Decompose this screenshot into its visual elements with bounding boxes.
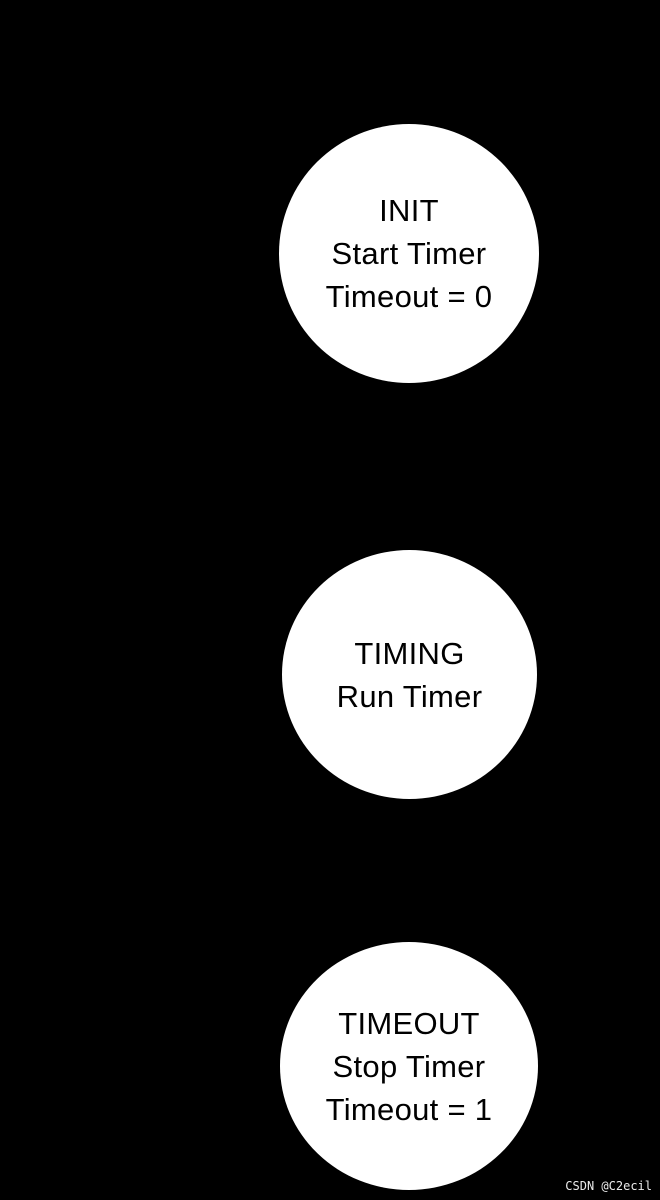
state-name-label: INIT — [379, 193, 439, 228]
state-node-timing: TIMING Run Timer — [282, 550, 537, 799]
state-output-label: Timeout = 1 — [325, 1091, 493, 1127]
state-name-label: TIMEOUT — [338, 1005, 480, 1041]
state-action-label: Run Timer — [336, 678, 483, 714]
watermark: CSDN @C2ecil — [565, 1179, 652, 1193]
state-node-init: INIT Start Timer Timeout = 0 — [279, 124, 539, 383]
state-name-label: TIMING — [354, 635, 465, 671]
state-action-label: Stop Timer — [332, 1048, 486, 1084]
state-output-label: Timeout = 0 — [325, 279, 493, 314]
state-action-label: Start Timer — [331, 236, 487, 271]
state-node-timeout: TIMEOUT Stop Timer Timeout = 1 — [280, 942, 538, 1190]
